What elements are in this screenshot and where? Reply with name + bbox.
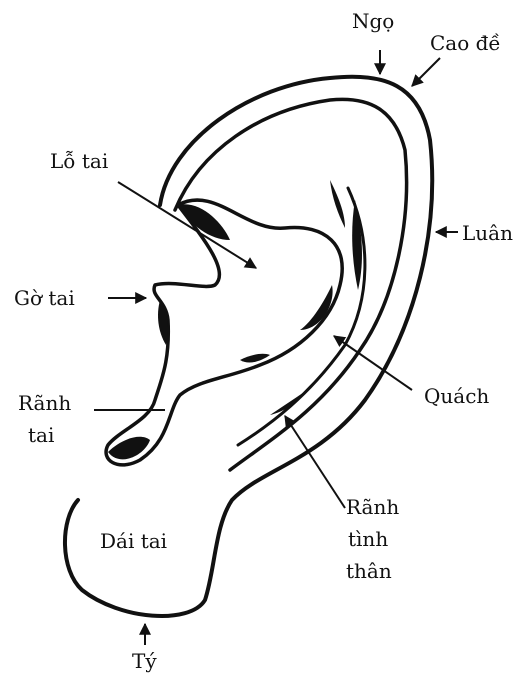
- label-go-tai: Gờ tai: [14, 287, 75, 309]
- label-lo-tai: Lỗ tai: [50, 150, 108, 172]
- arrow-cao-de: [412, 58, 440, 86]
- label-ngo: Ngọ: [352, 10, 394, 32]
- label-cao-de: Cao đề: [430, 32, 501, 54]
- label-ty: Tý: [132, 650, 157, 672]
- label-ranh-tai-line1: Rãnh: [18, 392, 71, 414]
- label-dai-tai: Dái tai: [100, 530, 167, 552]
- label-luan: Luân: [462, 222, 513, 244]
- label-ranh-tinh-than-line1: Rãnh: [346, 496, 399, 518]
- antihelix-shape: [106, 200, 342, 465]
- label-quach: Quách: [424, 385, 489, 407]
- arrow-quach: [334, 336, 412, 390]
- label-ranh-tinh-than-line2: tình: [348, 528, 388, 550]
- label-ranh-tai-line2: tai: [28, 424, 54, 446]
- label-ranh-tinh-than-line3: thân: [346, 560, 392, 582]
